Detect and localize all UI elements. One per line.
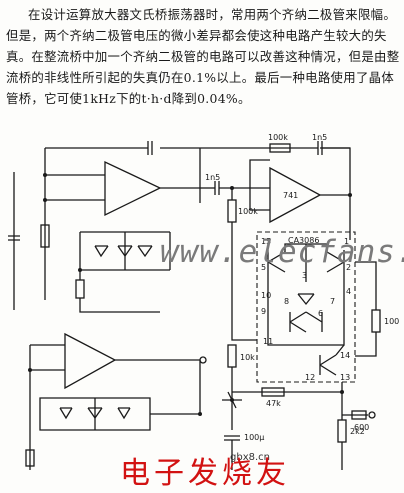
left-resistor — [40, 224, 50, 248]
left-oscillator — [8, 141, 201, 313]
bridge-diode-1 — [117, 245, 133, 258]
opamp-741 — [269, 166, 322, 224]
label-res-100-right: 100 — [384, 317, 399, 326]
label-res-47k: 47k — [266, 399, 281, 408]
label-cap-100u: 100μ — [244, 433, 264, 442]
pin-14: 14 — [340, 351, 350, 360]
res-100-right — [371, 309, 381, 333]
lower-opamp — [64, 332, 117, 390]
bridge-diode-2 — [94, 245, 109, 258]
site-watermark: www.elecfans.com — [160, 234, 404, 270]
res-10k — [227, 344, 237, 368]
output-terminal — [199, 356, 207, 364]
pin-11: 11 — [263, 337, 273, 346]
right-oscillator — [200, 141, 381, 470]
cap-100u — [224, 435, 240, 441]
transistor-q4 — [305, 311, 323, 332]
lower-left-oscillator — [25, 332, 207, 470]
label-res-100k-top: 100k — [268, 133, 288, 142]
pin-9: 9 — [261, 307, 266, 316]
lower-resistor — [25, 449, 35, 467]
lower-diode-1 — [59, 407, 73, 420]
res-100k-vertical — [227, 199, 237, 223]
pin-10: 10 — [261, 291, 271, 300]
brand-watermark: 电子发烧友 — [120, 456, 290, 491]
cap-1n5-left — [214, 181, 220, 195]
pin-7: 7 — [330, 297, 335, 306]
pin-6: 6 — [318, 309, 323, 318]
small-watermark: gbx8.cn — [230, 452, 270, 463]
transistor-q3 — [289, 311, 307, 333]
res-600 — [351, 410, 367, 420]
pin-3: 3 — [302, 271, 307, 280]
lower-zener-diode — [87, 407, 103, 420]
label-res-100k-vertical: 100k — [238, 207, 258, 216]
zener-in-ic — [297, 293, 315, 306]
transistor-q5 — [319, 354, 337, 376]
left-capacitor — [8, 235, 20, 241]
description-paragraph: 在设计运算放大器文氏桥振荡器时，常用两个齐纳二极管来限幅。但是，两个齐纳二极管电… — [6, 7, 400, 106]
signal-output-terminal — [368, 411, 376, 419]
feedback-capacitor — [147, 141, 153, 155]
pin-12: 12 — [305, 373, 315, 382]
pin-2: 2 — [346, 263, 351, 272]
left-opamp — [104, 160, 162, 217]
ca3086-package — [256, 231, 356, 383]
label-cap-1n5-left: 1n5 — [205, 173, 220, 182]
label-cap-1n5-top: 1n5 — [312, 133, 327, 142]
res-47k — [261, 387, 285, 397]
label-res-2k2: 2k2 — [350, 427, 365, 436]
pin-5: 5 — [261, 263, 266, 272]
bridge-resistor — [75, 279, 85, 299]
label-res-600: 600 — [354, 423, 369, 432]
bridge-diode-3 — [137, 245, 153, 258]
pin-8: 8 — [284, 297, 289, 306]
transistor-q2 — [326, 250, 345, 275]
res-100k-top — [269, 143, 291, 153]
pin-1: 1 — [344, 237, 349, 246]
lower-diode-2 — [117, 407, 131, 420]
pin-4: 4 — [346, 287, 351, 296]
pin-13: 13 — [340, 373, 350, 382]
label-ca3086: CA3086 — [288, 236, 319, 245]
label-opamp-741: 741 — [283, 191, 298, 200]
pin-15: 15 — [261, 237, 271, 246]
transistor-q1 — [267, 250, 286, 275]
label-res-10k: 10k — [240, 353, 255, 362]
res-2k2 — [337, 419, 347, 443]
